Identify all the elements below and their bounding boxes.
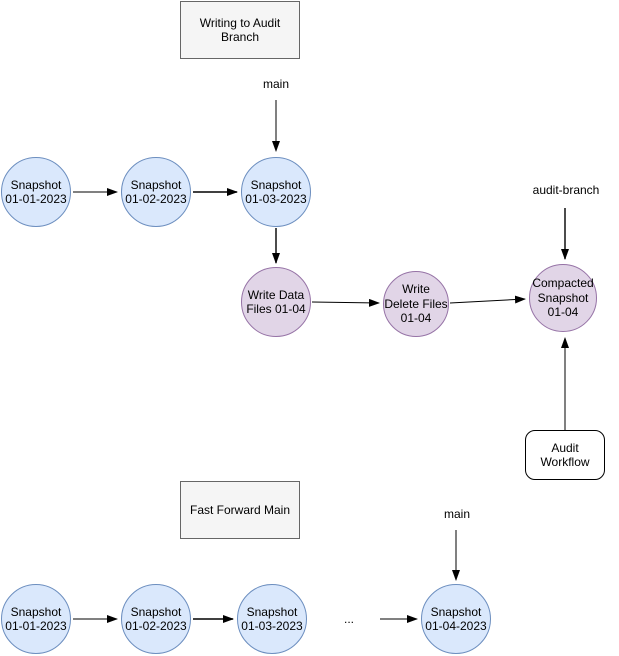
- main-branch-label-top: main: [262, 77, 290, 91]
- arrow-write-data-to-write-delete: [311, 298, 380, 307]
- ff-snapshot-01-03-node: Snapshot 01-03-2023: [237, 584, 307, 654]
- ellipsis-label: ...: [343, 612, 355, 626]
- ff-snapshot-01-04-node: Snapshot 01-04-2023: [421, 584, 491, 654]
- arrow-write-delete-to-compacted: [449, 295, 526, 304]
- audit-workflow-box: Audit Workflow: [525, 430, 605, 480]
- audit-snapshot-01-02-node: Snapshot 01-02-2023: [121, 157, 191, 227]
- ff-snapshot-01-02-node: Snapshot 01-02-2023: [121, 584, 191, 654]
- fast-forward-main-heading: Fast Forward Main: [180, 481, 300, 539]
- write-data-files-node: Write Data Files 01-04: [241, 267, 311, 337]
- ff-snapshot-01-01-node: Snapshot 01-01-2023: [1, 584, 71, 654]
- write-delete-files-node: Write Delete Files 01-04: [383, 271, 449, 337]
- audit-branch-label: audit-branch: [532, 183, 600, 197]
- main-branch-label-bottom: main: [443, 507, 471, 521]
- audit-snapshot-01-01-node: Snapshot 01-01-2023: [1, 157, 71, 227]
- audit-snapshot-01-03-node: Snapshot 01-03-2023: [241, 157, 311, 227]
- writing-to-audit-branch-heading: Writing to Audit Branch: [180, 1, 300, 59]
- compacted-snapshot-node: Compacted Snapshot 01-04: [529, 264, 597, 332]
